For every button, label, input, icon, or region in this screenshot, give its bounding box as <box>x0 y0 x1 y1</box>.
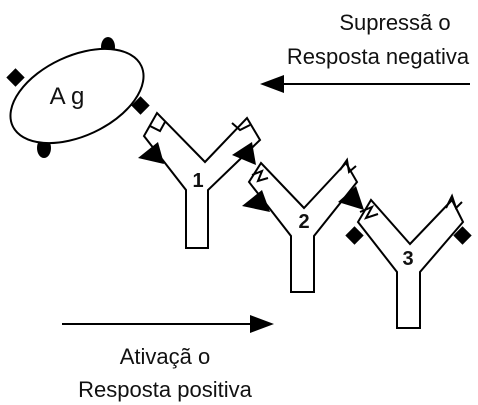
antibody-3-paratope-left <box>359 204 379 220</box>
bottom-caption-line2: Resposta positiva <box>78 377 252 402</box>
antigen-epitope-left <box>6 68 25 87</box>
antigen-label: A g <box>50 83 85 110</box>
top-caption-line2: Resposta negativa <box>287 44 470 69</box>
antibody-3-body <box>356 198 465 329</box>
antibody-2-idiotope-right <box>338 186 364 210</box>
antibody-1-paratope-left <box>149 121 166 133</box>
antibody-1-idiotope-left <box>138 142 164 164</box>
antibody-2-paratope-left <box>251 169 269 183</box>
antibody-1-label: 1 <box>192 170 203 192</box>
antibody-3: 3 <box>345 193 472 329</box>
antibody-3-idiotope-right <box>453 226 472 245</box>
activation-arrow <box>62 315 274 333</box>
bottom-caption-line1: Ativaçã o <box>120 344 211 369</box>
antibody-2-idiotope-left <box>242 190 270 212</box>
antibody-3-label: 3 <box>402 248 413 270</box>
suppression-arrow <box>260 75 470 93</box>
antibody-1-body <box>142 111 262 249</box>
antibody-2-label: 2 <box>298 211 309 233</box>
top-caption-line1: Supressã o <box>339 10 450 35</box>
antigen: A g <box>6 37 150 158</box>
antibody-2: 2 <box>242 157 364 293</box>
antigen-epitope-right <box>131 96 150 115</box>
antibody-1-paratope-right <box>231 122 251 132</box>
antigen-ellipse <box>9 47 145 145</box>
antibody-1: 1 <box>138 111 262 249</box>
antibody-3-paratope-right <box>445 193 463 210</box>
antibody-3-idiotope-left <box>345 226 364 245</box>
antibody-2-body <box>247 161 359 293</box>
antibody-2-paratope-right <box>339 157 357 174</box>
antibody-1-idiotope-right <box>232 142 256 165</box>
